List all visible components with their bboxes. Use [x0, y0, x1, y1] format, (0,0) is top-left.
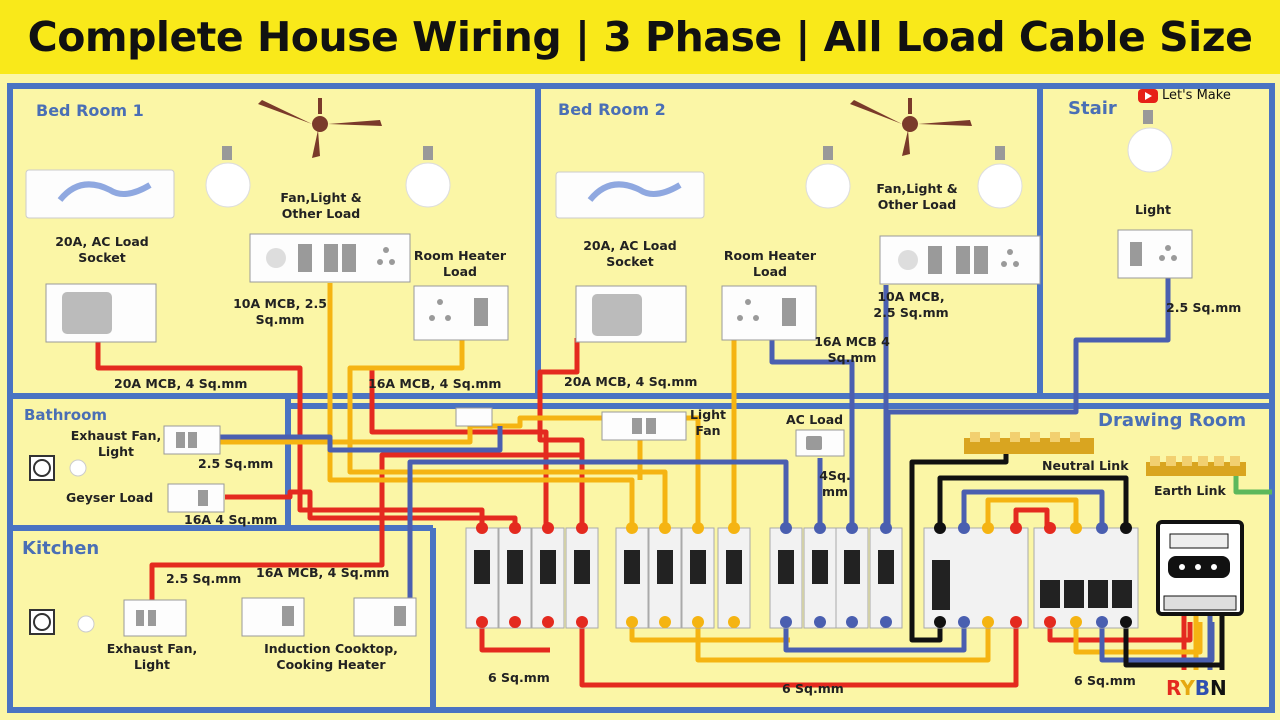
bulb-bed1-a: [205, 146, 251, 208]
board-drawing-light-fan: [601, 411, 687, 441]
earth-wire: [1233, 472, 1272, 495]
exhaust-fan-bathroom: [29, 455, 55, 481]
room-label-stair: Stair: [1068, 98, 1117, 119]
mcb-1: [465, 527, 499, 629]
label-bed2-fan-light: Fan,Light & Other Load: [876, 181, 958, 212]
label-cable-6sqmm-1: 6 Sq.mm: [488, 670, 550, 685]
label-bed2-mcb-20a: 20A MCB, 4 Sq.mm: [564, 374, 698, 389]
label-bath-geyser: Geyser Load: [66, 490, 154, 505]
phase-b: B: [1194, 676, 1211, 700]
label-bed1-mcb-10a: 10A MCB, 2.5 Sq.mm: [233, 296, 327, 327]
label-bed2-heater: Room Heater Load: [723, 248, 817, 279]
bulb-kitchen: [77, 615, 95, 633]
label-earth-link: Earth Link: [1154, 483, 1226, 498]
label-kitchen-induction: Induction Cooktop, Cooking Heater: [264, 641, 398, 672]
channel-brand: Let's Make: [1138, 88, 1231, 103]
label-neutral-link: Neutral Link: [1042, 458, 1129, 473]
ceiling-fan-bed1: [258, 98, 382, 158]
phase-r: R: [1166, 676, 1181, 700]
label-bed2-mcb-10a: 10A MCB, 2.5 Sq.mm: [873, 289, 949, 320]
label-kitchen-exhaust: Exhaust Fan, Light: [106, 641, 198, 672]
label-bath-exhaust: Exhaust Fan, Light: [70, 428, 162, 459]
label-drawing-ac: AC Load: [786, 412, 844, 427]
label-bed1-mcb-16a: 16A MCB, 4 Sq.mm: [368, 376, 502, 391]
wires: [95, 276, 1272, 688]
room-walls: [7, 83, 1275, 713]
ac-unit-bed1: [25, 169, 175, 219]
label-bed2-ac-socket: 20A, AC Load Socket: [583, 238, 677, 269]
mcb-4pole: [1033, 527, 1139, 629]
yellow-wires: [220, 276, 1203, 670]
blue-wires: [220, 276, 1215, 670]
label-kitchen-mcb: 16A MCB, 4 Sq.mm: [256, 565, 390, 580]
bulb-bed1-b: [405, 146, 451, 208]
label-cable-6sqmm-2: 6 Sq.mm: [782, 681, 844, 696]
room-label-kitchen: Kitchen: [22, 538, 100, 559]
energy-meter: [1156, 520, 1244, 616]
label-bath-cable: 2.5 Sq.mm: [198, 456, 274, 471]
label-bath-geyser-mcb: 16A 4 Sq.mm: [184, 512, 278, 527]
label-bed2-mcb-16a: 16A MCB 4 Sq.mm: [814, 334, 890, 365]
room-label-bedroom-2: Bed Room 2: [558, 100, 666, 119]
board-bed2-heater: [721, 285, 817, 341]
room-label-drawing-room: Drawing Room: [1098, 410, 1247, 431]
exhaust-fan-kitchen: [29, 609, 55, 635]
board-kitchen-heater: [353, 597, 417, 637]
board-drawing-small: [455, 407, 493, 427]
label-bed1-fan-light: Fan,Light & Other Load: [280, 190, 362, 221]
bulb-bathroom: [69, 459, 87, 477]
label-bed1-mcb-20a: 20A MCB, 4 Sq.mm: [114, 376, 248, 391]
channel-name: Let's Make: [1162, 88, 1231, 103]
bulb-bed2-a: [805, 146, 851, 209]
label-kitchen-cable: 2.5 Sq.mm: [166, 571, 242, 586]
board-bed1-heater: [413, 285, 509, 341]
board-bath-geyser: [167, 483, 225, 513]
switch-boards: [45, 229, 1193, 637]
title-banner: Complete House Wiring | 3 Phase | All Lo…: [0, 0, 1280, 74]
bulbs: [69, 110, 1173, 633]
youtube-icon: [1138, 88, 1158, 103]
board-stair: [1117, 229, 1193, 279]
phase-n: N: [1210, 676, 1227, 700]
label-bed1-heater: Room Heater Load: [413, 248, 507, 279]
phase-y: Y: [1180, 676, 1195, 700]
ceiling-fan-bed2: [850, 98, 972, 156]
ac-unit-bed2: [555, 171, 705, 219]
room-label-bedroom-1: Bed Room 1: [36, 101, 144, 120]
label-drawing-ac-cable: 4Sq. mm: [819, 468, 851, 499]
label-stair-cable: 2.5 Sq.mm: [1166, 300, 1242, 315]
label-stair-light: Light: [1134, 202, 1172, 217]
earth-link: [1146, 456, 1246, 476]
label-drawing-light-fan: Light Fan: [689, 407, 727, 438]
black-wires: [909, 448, 1225, 670]
bulb-stair: [1127, 110, 1173, 173]
board-kitchen-induction: [241, 597, 305, 637]
phase-labels: RYBN: [1166, 676, 1227, 700]
switch-details: [62, 242, 1177, 626]
mcb-row: [465, 527, 1139, 629]
neutral-link: [964, 432, 1094, 454]
label-bed1-ac-socket: 20A, AC Load Socket: [55, 234, 149, 265]
page-title: Complete House Wiring | 3 Phase | All Lo…: [27, 13, 1253, 61]
terminal-dots: [476, 522, 1132, 628]
room-label-bathroom: Bathroom: [24, 406, 108, 424]
bulb-bed2-b: [977, 146, 1023, 209]
label-cable-6sqmm-3: 6 Sq.mm: [1074, 673, 1136, 688]
